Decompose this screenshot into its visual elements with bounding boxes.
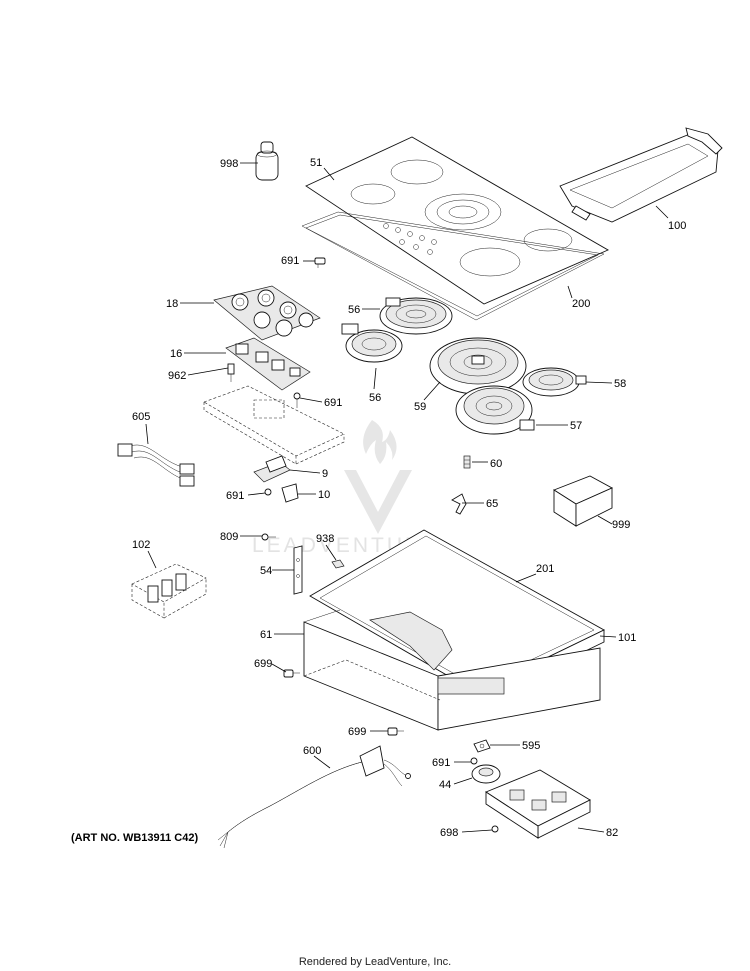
part-698-screw[interactable] bbox=[491, 825, 499, 833]
part-999-kit-box[interactable] bbox=[553, 475, 614, 527]
callout-200[interactable]: 200 bbox=[572, 298, 590, 310]
callout-58[interactable]: 58 bbox=[614, 378, 626, 390]
callout-60[interactable]: 60 bbox=[490, 458, 502, 470]
part-59-large-radiant-element[interactable] bbox=[429, 337, 527, 395]
part-600-power-cord[interactable] bbox=[217, 745, 411, 849]
callout-999[interactable]: 999 bbox=[612, 519, 630, 531]
part-65-clip[interactable] bbox=[451, 493, 467, 515]
callout-962[interactable]: 962 bbox=[168, 370, 186, 382]
part-691-screw-a[interactable] bbox=[314, 257, 326, 268]
part-200-cooktop-gasket[interactable] bbox=[301, 211, 605, 321]
part-54-side-bracket[interactable] bbox=[293, 545, 303, 595]
callout-691[interactable]: 691 bbox=[432, 757, 450, 769]
part-605-wire-harness[interactable] bbox=[117, 443, 195, 487]
callout-10[interactable]: 10 bbox=[318, 489, 330, 501]
callout-61[interactable]: 61 bbox=[260, 629, 272, 641]
part-691-screw-c[interactable] bbox=[264, 488, 272, 496]
callout-54[interactable]: 54 bbox=[260, 565, 272, 577]
part-962-standoff[interactable] bbox=[227, 363, 235, 382]
callout-16[interactable]: 16 bbox=[170, 348, 182, 360]
part-56-radiant-element-b[interactable] bbox=[341, 323, 403, 363]
part-699-screw-b[interactable] bbox=[387, 727, 404, 736]
callout-201[interactable]: 201 bbox=[536, 563, 554, 575]
callout-691[interactable]: 691 bbox=[226, 490, 244, 502]
callout-57[interactable]: 57 bbox=[570, 420, 582, 432]
callout-691[interactable]: 691 bbox=[281, 255, 299, 267]
callout-18[interactable]: 18 bbox=[166, 298, 178, 310]
callout-691[interactable]: 691 bbox=[324, 397, 342, 409]
part-51-glass-cooktop[interactable] bbox=[305, 136, 609, 305]
part-809-screw[interactable] bbox=[261, 533, 276, 541]
part-18-control-board[interactable] bbox=[213, 285, 321, 341]
part-57-radiant-element[interactable] bbox=[455, 385, 535, 435]
callout-100[interactable]: 100 bbox=[668, 220, 686, 232]
part-82-terminal-bracket[interactable] bbox=[485, 769, 591, 839]
callout-102[interactable]: 102 bbox=[132, 539, 150, 551]
leader-lines bbox=[145, 162, 669, 833]
callout-605[interactable]: 605 bbox=[132, 411, 150, 423]
part-998-cleaner-bottle[interactable] bbox=[255, 141, 279, 181]
callout-699[interactable]: 699 bbox=[348, 726, 366, 738]
art-number-note: (ART NO. WB13911 C42) bbox=[71, 832, 199, 844]
part-44-grommet[interactable] bbox=[471, 764, 501, 784]
callout-65[interactable]: 65 bbox=[486, 498, 498, 510]
callout-59[interactable]: 59 bbox=[414, 401, 426, 413]
rendered-by-footer: Rendered by LeadVenture, Inc. bbox=[298, 956, 452, 968]
control-box-outline bbox=[203, 385, 345, 465]
callout-44[interactable]: 44 bbox=[439, 779, 451, 791]
part-16-relay-board[interactable] bbox=[225, 337, 311, 391]
part-61-burner-box[interactable] bbox=[303, 609, 601, 731]
callout-809[interactable]: 809 bbox=[220, 531, 238, 543]
callout-51[interactable]: 51 bbox=[310, 157, 322, 169]
part-691-screw-b[interactable] bbox=[293, 392, 301, 408]
part-60-spring[interactable] bbox=[463, 455, 471, 469]
part-699-screw-a[interactable] bbox=[283, 669, 300, 678]
callout-698[interactable]: 698 bbox=[440, 827, 458, 839]
callout-82[interactable]: 82 bbox=[606, 827, 618, 839]
callout-600[interactable]: 600 bbox=[303, 745, 321, 757]
callout-56[interactable]: 56 bbox=[369, 392, 381, 404]
part-9-bracket[interactable] bbox=[253, 455, 291, 483]
part-595-wire-clamp[interactable] bbox=[473, 739, 491, 753]
callout-998[interactable]: 998 bbox=[220, 158, 238, 170]
callout-101[interactable]: 101 bbox=[618, 632, 636, 644]
callout-699[interactable]: 699 bbox=[254, 658, 272, 670]
part-10-clip[interactable] bbox=[281, 483, 299, 503]
part-100-griddle[interactable] bbox=[559, 127, 723, 223]
callout-56[interactable]: 56 bbox=[348, 304, 360, 316]
part-56-radiant-element-a[interactable] bbox=[379, 297, 453, 335]
callout-labels: 998 51 100 691 200 18 56 16 962 56 59 58… bbox=[132, 157, 686, 839]
callout-595[interactable]: 595 bbox=[522, 740, 540, 752]
callout-9[interactable]: 9 bbox=[322, 468, 328, 480]
callout-938[interactable]: 938 bbox=[316, 533, 334, 545]
part-58-radiant-element[interactable] bbox=[522, 367, 587, 397]
part-691-screw-d[interactable] bbox=[470, 757, 478, 765]
part-938-tab[interactable] bbox=[331, 559, 345, 569]
part-102-terminal-block[interactable] bbox=[131, 563, 207, 619]
